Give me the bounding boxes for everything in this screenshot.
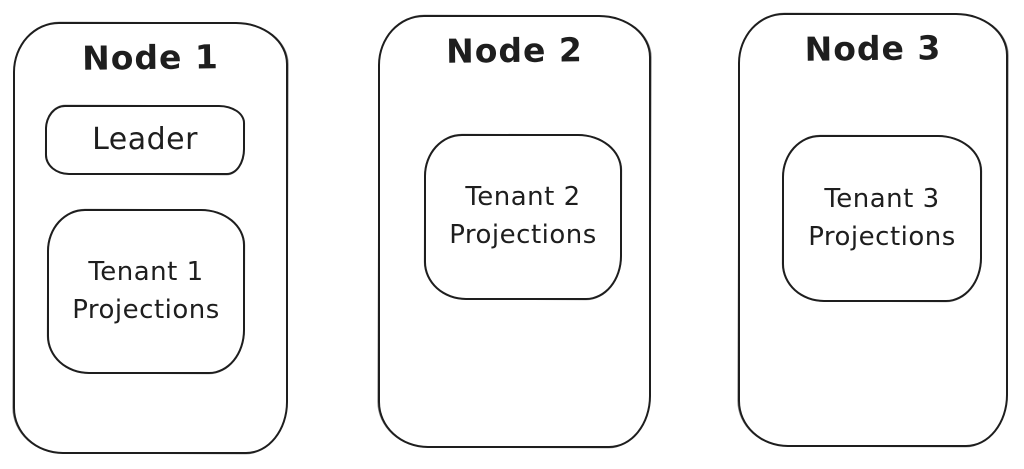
node-1-container: Node 1 Leader Tenant 1 Projections bbox=[13, 22, 288, 454]
node-3-container: Node 3 Tenant 3 Projections bbox=[738, 13, 1008, 447]
node-3-title: Node 3 bbox=[804, 28, 942, 69]
node-3-tenant-projections-box: Tenant 3 Projections bbox=[782, 135, 982, 302]
node-2-title: Node 2 bbox=[445, 30, 584, 71]
node-2-container: Node 2 Tenant 2 Projections bbox=[378, 15, 651, 448]
node-2-tenant-projections-box: Tenant 2 Projections bbox=[424, 134, 622, 300]
node-1-tenant-projections-box: Tenant 1 Projections bbox=[47, 209, 245, 374]
node-1-title: Node 1 bbox=[81, 37, 220, 78]
node-1-leader-box: Leader bbox=[45, 105, 245, 175]
